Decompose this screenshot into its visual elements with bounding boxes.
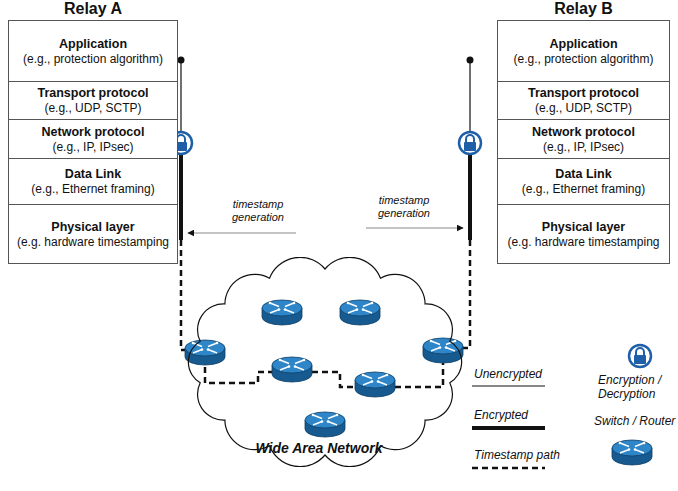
network-cloud: Wide Area Network	[185, 257, 465, 467]
legend-text: Encryption / Decryption	[598, 373, 674, 401]
layer-name: Transport protocol	[37, 86, 148, 101]
layer-example: (e.g. hardware timestamping	[17, 235, 169, 249]
layer-box: Application(e.g., protection algorithm)	[497, 20, 670, 82]
layer-name: Application	[549, 37, 617, 52]
annotation-label: timestamp generation	[222, 198, 294, 224]
layer-box: Data Link(e.g., Ethernet framing)	[497, 159, 670, 205]
legend-text: Unencrypted	[474, 367, 542, 381]
legend-line-sample	[472, 426, 545, 430]
timestamp-path	[463, 240, 470, 348]
generation-arrow	[366, 228, 463, 229]
legend-text: Timestamp path	[474, 448, 560, 462]
layer-name: Data Link	[555, 167, 611, 182]
legend-line-sample	[472, 385, 545, 386]
router-icon	[305, 412, 345, 437]
router-icon	[355, 372, 395, 397]
relay-heading: Relay B	[497, 0, 670, 20]
layer-example: (e.g., protection algorithm)	[513, 52, 653, 66]
layer-box: Data Link(e.g., Ethernet framing)	[8, 159, 178, 205]
layer-example: (e.g., Ethernet framing)	[31, 182, 154, 196]
legend-line-sample	[472, 467, 545, 470]
timestamp-path	[181, 240, 185, 350]
unencrypted-line	[469, 60, 470, 132]
layer-name: Network protocol	[532, 125, 635, 140]
unencrypted-line	[180, 60, 181, 132]
layer-example: (e.g., protection algorithm)	[23, 52, 163, 66]
timestamp-path	[312, 372, 355, 387]
layer-example: (e.g., IP, IPsec)	[52, 140, 133, 154]
layer-stack: Application(e.g., protection algorithm)T…	[497, 20, 670, 264]
encrypted-line	[179, 154, 183, 240]
cloud-path	[188, 257, 461, 466]
layer-box: Network protocol(e.g., IP, IPsec)	[8, 120, 178, 159]
router-icon	[272, 357, 312, 382]
layer-stack: Application(e.g., protection algorithm)T…	[8, 20, 178, 264]
layer-name: Network protocol	[42, 125, 145, 140]
layer-box: Transport protocol(e.g., UDP, SCTP)	[8, 82, 178, 120]
legend-text: Switch / Router	[594, 414, 676, 428]
lock-icon	[459, 132, 481, 154]
layer-box: Network protocol(e.g., IP, IPsec)	[497, 120, 670, 159]
layer-name: Physical layer	[51, 220, 134, 235]
layer-example: (e.g., IP, IPsec)	[543, 140, 624, 154]
router-icon	[340, 300, 380, 325]
legend-text: Encrypted	[474, 408, 528, 422]
layer-example: (e.g., Ethernet framing)	[522, 182, 645, 196]
generation-arrow	[188, 233, 296, 234]
cloud-outline	[185, 257, 465, 467]
router-icon	[185, 340, 225, 365]
layer-example: (e.g. hardware timestamping	[507, 235, 659, 249]
relay-stack: Relay BApplication(e.g., protection algo…	[497, 0, 670, 264]
router-icon	[612, 440, 652, 465]
router-icon	[262, 300, 302, 325]
layer-box: Application(e.g., protection algorithm)	[8, 20, 178, 82]
network-label: Wide Area Network	[235, 440, 403, 456]
layer-box: Transport protocol(e.g., UDP, SCTP)	[497, 82, 670, 120]
annotation-label: timestamp generation	[368, 194, 440, 220]
lock-icon	[629, 345, 651, 367]
layer-name: Transport protocol	[528, 86, 639, 101]
layer-example: (e.g., UDP, SCTP)	[44, 101, 141, 115]
relay-stack: Relay AApplication(e.g., protection algo…	[8, 0, 178, 264]
layer-box: Physical layer(e.g. hardware timestampin…	[497, 205, 670, 264]
router-icon	[423, 338, 463, 363]
layer-name: Application	[59, 37, 127, 52]
layer-name: Data Link	[65, 167, 121, 182]
relay-heading: Relay A	[8, 0, 178, 20]
encrypted-line	[468, 154, 472, 240]
layer-box: Physical layer(e.g. hardware timestampin…	[8, 205, 178, 264]
layer-example: (e.g., UDP, SCTP)	[535, 101, 632, 115]
layer-name: Physical layer	[542, 220, 625, 235]
